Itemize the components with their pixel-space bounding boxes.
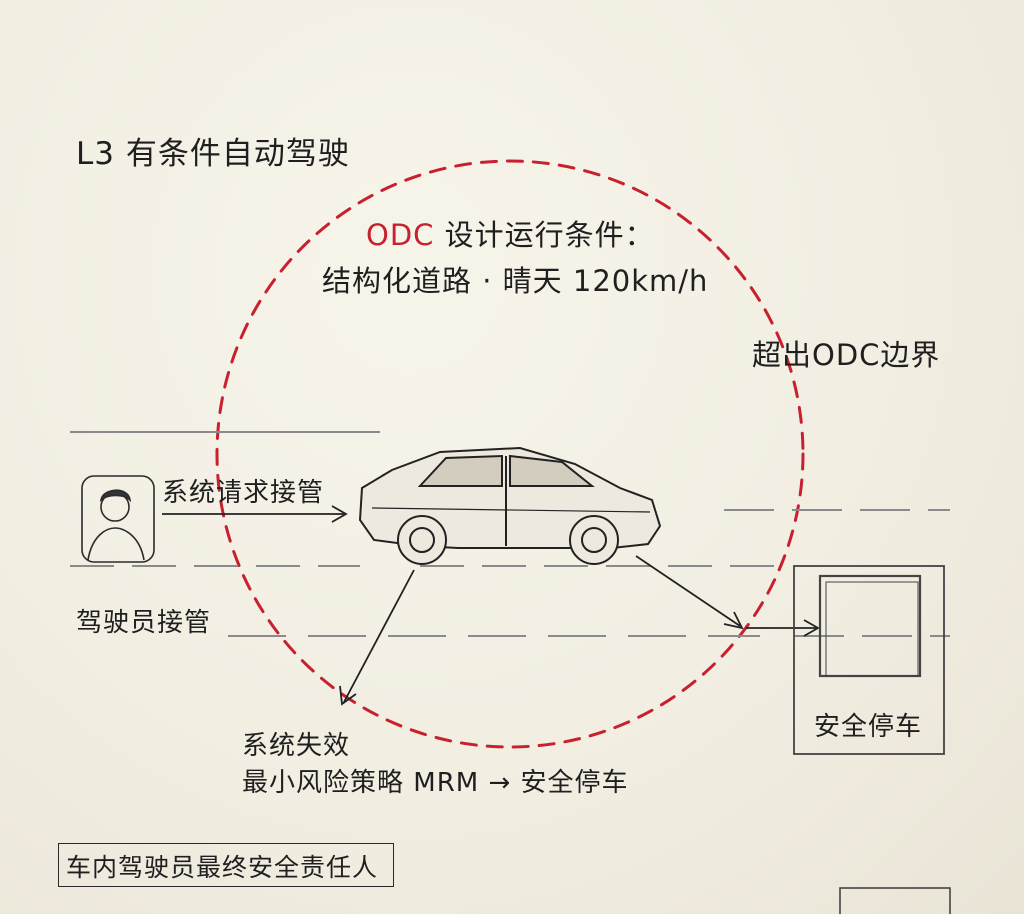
odc-term-suffix: 设计运行条件： bbox=[434, 218, 655, 252]
diagram-title: L3 有条件自动驾驶 bbox=[76, 136, 350, 172]
odc-term: ODC bbox=[366, 218, 435, 252]
arrows bbox=[162, 505, 820, 706]
odc-heading: ODC 设计运行条件： bbox=[366, 212, 655, 254]
driver-avatar-icon bbox=[81, 475, 155, 563]
responsibility-note: 车内驾驶员最终安全责任人 bbox=[66, 853, 379, 882]
road-lines bbox=[70, 431, 950, 637]
responsibility-note-box bbox=[58, 843, 394, 887]
mrm-label: 最小风险策略 MRM → 安全停车 bbox=[242, 768, 629, 798]
takeover-request-label: 系统请求接管 bbox=[162, 478, 325, 508]
boundary-exit-arrow bbox=[635, 555, 741, 627]
car-icon bbox=[358, 446, 662, 565]
odc-conditions: 结构化道路 · 晴天 120km/h bbox=[322, 264, 709, 298]
safe-stop-zone-icon bbox=[793, 565, 945, 755]
odc-boundary-label: 超出ODC边界 bbox=[752, 338, 941, 372]
odc-boundary-circle bbox=[215, 159, 805, 749]
corner-box bbox=[839, 887, 951, 914]
driver-takeover-label: 驾驶员接管 bbox=[76, 608, 212, 638]
failure-arrow bbox=[343, 569, 415, 703]
system-failure-label: 系统失效 bbox=[242, 731, 351, 761]
safe-stop-label: 安全停车 bbox=[814, 712, 923, 742]
